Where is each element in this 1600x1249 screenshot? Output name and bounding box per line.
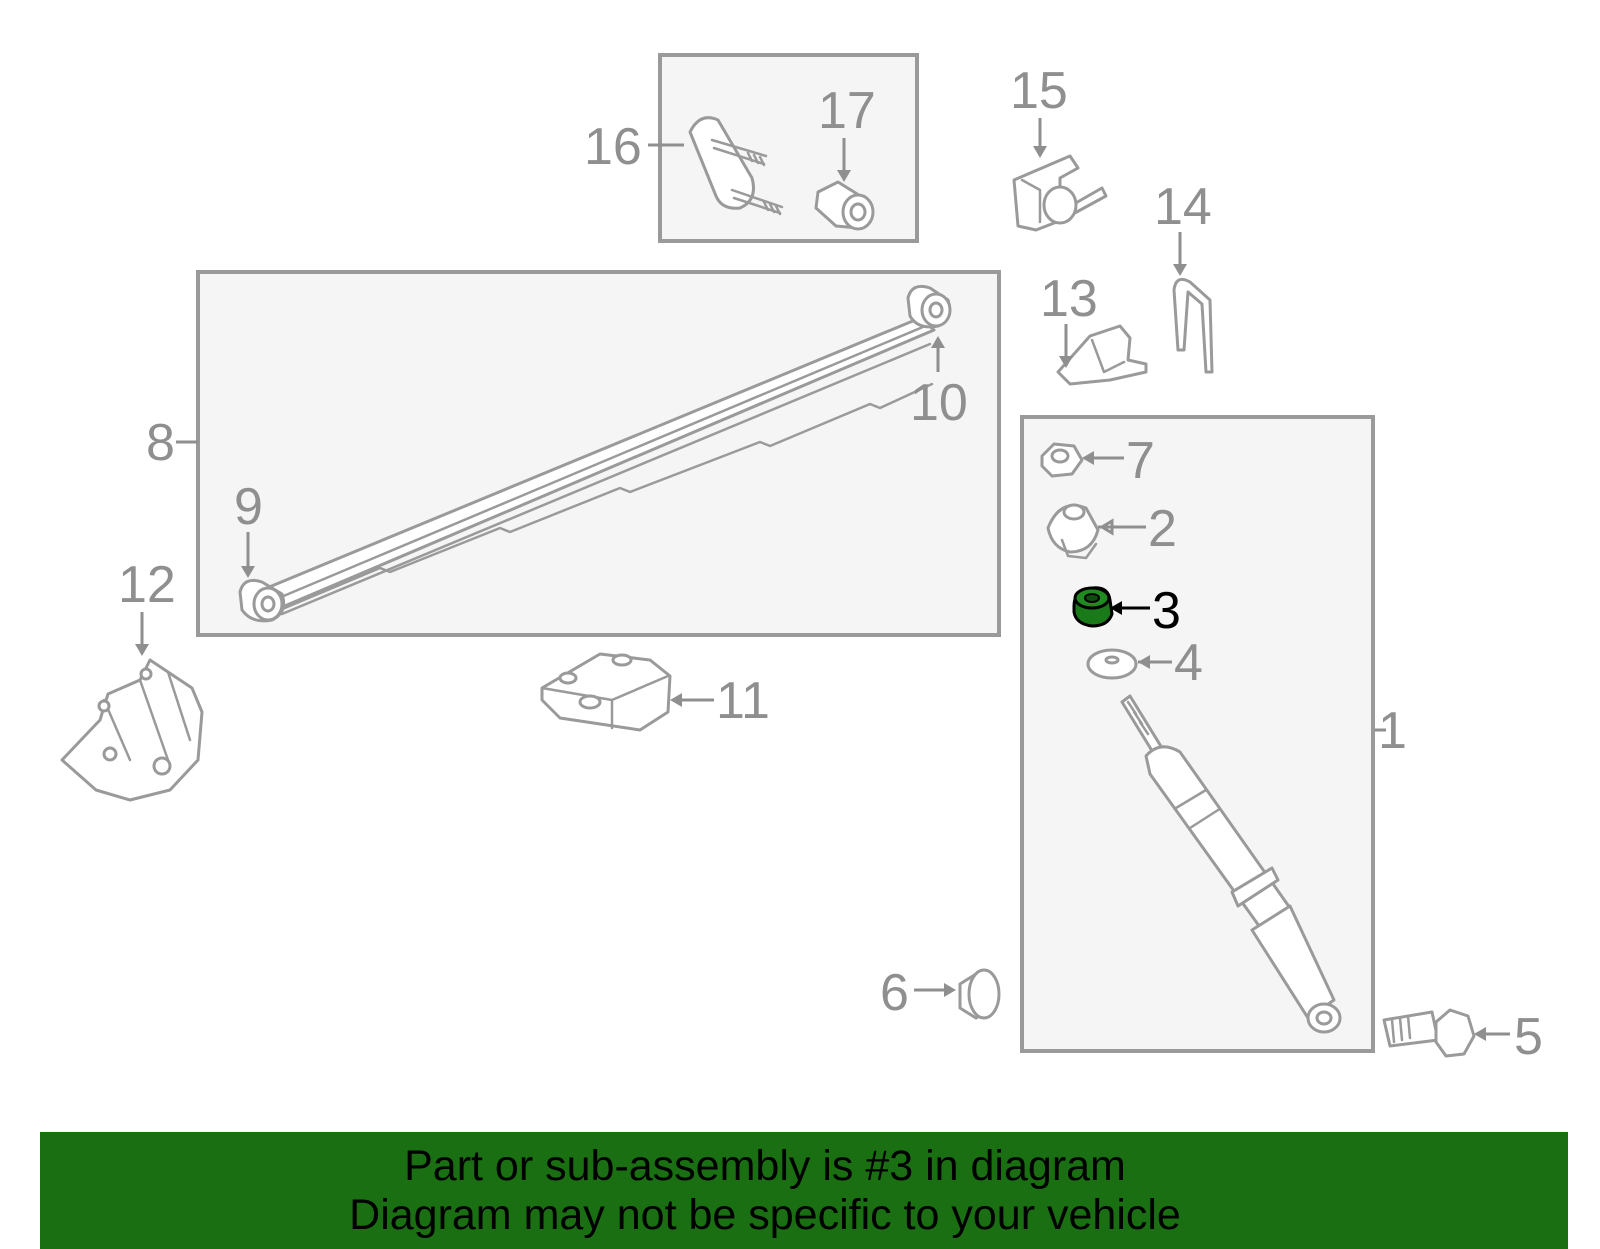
callout-6: 6	[880, 964, 909, 1022]
part-7-nut[interactable]	[1040, 442, 1084, 478]
callout-16: 16	[584, 118, 642, 176]
callout-15: 15	[1010, 62, 1068, 120]
info-banner: Part or sub-assembly is #3 in diagram Di…	[40, 1132, 1568, 1249]
callout-1: 1	[1378, 702, 1407, 760]
callout-10: 10	[910, 374, 968, 432]
part-14-u-bolt[interactable]	[1172, 277, 1214, 374]
part-6-nut[interactable]	[958, 968, 1001, 1020]
part-4-washer[interactable]	[1086, 648, 1138, 680]
part-12-bracket[interactable]	[60, 658, 204, 802]
callout-17: 17	[818, 82, 876, 140]
part-11-spring-pad[interactable]	[540, 652, 672, 732]
callout-5: 5	[1514, 1008, 1543, 1066]
banner-line-2: Diagram may not be specific to your vehi…	[349, 1191, 1181, 1239]
part-3-cushion-highlighted[interactable]	[1072, 586, 1114, 628]
callout-14: 14	[1154, 178, 1212, 236]
shock-absorber[interactable]	[1120, 694, 1342, 1034]
callout-12: 12	[118, 556, 176, 614]
leader-lines	[135, 118, 1510, 1041]
part-8-leaf-spring[interactable]	[260, 316, 936, 616]
callout-7: 7	[1126, 432, 1155, 490]
part-10-rear-bushing[interactable]	[906, 284, 952, 329]
callout-13: 13	[1040, 270, 1098, 328]
part-9-front-bushing[interactable]	[238, 578, 286, 623]
part-17-bushing[interactable]	[814, 180, 875, 231]
callout-4: 4	[1174, 634, 1203, 692]
callout-3: 3	[1152, 582, 1181, 640]
callout-8: 8	[146, 414, 175, 472]
callout-2: 2	[1148, 500, 1177, 558]
callout-9: 9	[234, 478, 263, 536]
part-2-cushion[interactable]	[1046, 503, 1100, 560]
part-15-hanger[interactable]	[1012, 154, 1108, 232]
part-5-bolt[interactable]	[1382, 1008, 1476, 1058]
callout-11: 11	[716, 672, 770, 730]
banner-line-1: Part or sub-assembly is #3 in diagram	[404, 1142, 1126, 1190]
part-16-shackle[interactable]	[688, 116, 784, 216]
part-13-spring-seat[interactable]	[1056, 324, 1148, 386]
